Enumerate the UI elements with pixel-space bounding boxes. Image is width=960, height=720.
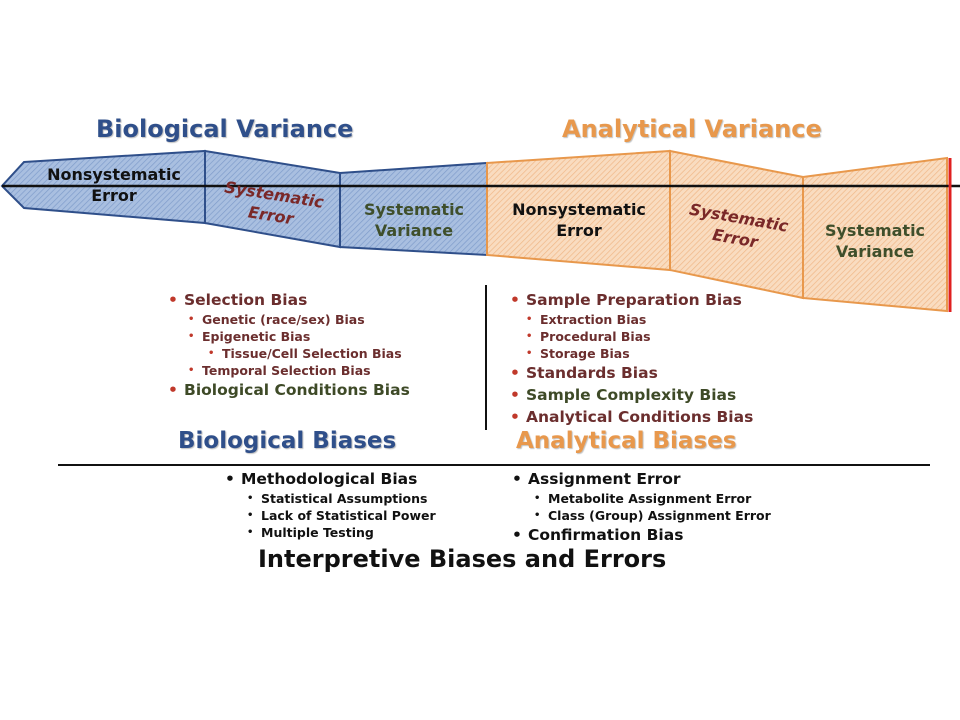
analytical-variance-heading: Analytical Variance [562, 115, 822, 143]
multiple-testing-item: Multiple Testing [225, 524, 436, 541]
biological-variance-heading: Biological Variance [96, 115, 354, 143]
biological-biases-title: Biological Biases [178, 428, 397, 454]
extraction-bias-item: Extraction Bias [504, 311, 747, 328]
sample-prep-bias-item: Sample Preparation Bias [510, 289, 753, 311]
confirmation-bias-item: Confirmation Bias [512, 524, 771, 546]
methodological-bias-item: Methodological Bias [225, 468, 436, 490]
bio-nonsystematic-label: Nonsystematic Error [47, 165, 181, 205]
bio-systematic-variance-label: Systematic Variance [363, 200, 465, 240]
standards-bias-item: Standards Bias [510, 362, 753, 384]
ana-systematic-variance-segment [802, 156, 948, 313]
interpretive-left-list: Methodological Bias Statistical Assumpti… [225, 468, 436, 541]
epigenetic-bias-item: Epigenetic Bias [166, 328, 408, 345]
ana-nonsystematic-label: Nonsystematic Error [512, 200, 646, 240]
temporal-bias-item: Temporal Selection Bias [166, 362, 408, 379]
analytical-conditions-bias-item: Analytical Conditions Bias [510, 406, 753, 428]
biological-bias-list: Selection Bias Genetic (race/sex) Bias E… [168, 289, 410, 401]
ana-systematic-variance-label: Systematic Variance [824, 221, 926, 261]
procedural-bias-item: Procedural Bias [504, 328, 747, 345]
assignment-error-item: Assignment Error [512, 468, 771, 490]
class-assignment-item: Class (Group) Assignment Error [512, 507, 771, 524]
biological-conditions-bias-item: Biological Conditions Bias [168, 379, 410, 401]
analytical-biases-title: Analytical Biases [516, 428, 737, 454]
storage-bias-item: Storage Bias [504, 345, 747, 362]
statistical-assumptions-item: Statistical Assumptions [225, 490, 436, 507]
metabolite-assignment-item: Metabolite Assignment Error [512, 490, 771, 507]
interpretive-title: Interpretive Biases and Errors [258, 545, 667, 573]
selection-bias-item: Selection Bias [168, 289, 410, 311]
tissue-cell-bias-item: Tissue/Cell Selection Bias [166, 345, 408, 362]
interpretive-right-list: Assignment Error Metabolite Assignment E… [512, 468, 771, 546]
sample-complexity-bias-item: Sample Complexity Bias [510, 384, 753, 406]
statistical-power-item: Lack of Statistical Power [225, 507, 436, 524]
genetic-bias-item: Genetic (race/sex) Bias [166, 311, 408, 328]
analytical-bias-list: Sample Preparation Bias Extraction Bias … [510, 289, 753, 428]
